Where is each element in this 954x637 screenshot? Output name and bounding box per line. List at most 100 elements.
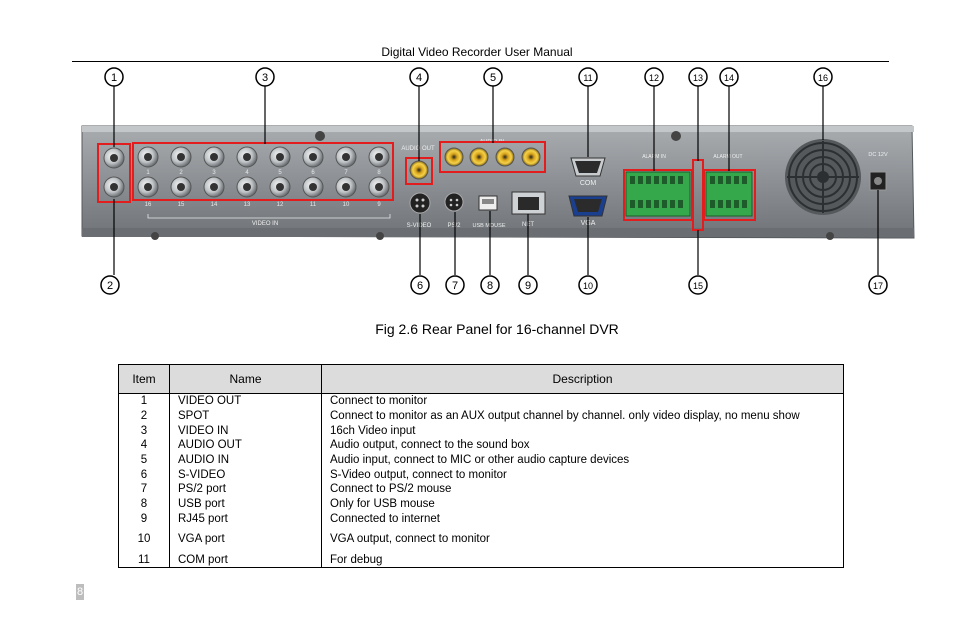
dc-label: DC 12V — [868, 152, 888, 158]
cell-item: 8 — [118, 496, 170, 512]
callout-9: 9 — [518, 275, 538, 295]
table-row: 9 RJ45 port Connected to internet — [118, 511, 844, 527]
cell-description: Connect to monitor — [321, 393, 844, 409]
callout-2: 2 — [100, 275, 120, 295]
cell-name: USB port — [169, 496, 322, 512]
svg-text:11: 11 — [583, 73, 592, 83]
svg-text:17: 17 — [873, 281, 883, 291]
callout-14: 14 — [719, 67, 739, 87]
callout-markers: 1 3 4 5 11 12 13 14 16 2 6 7 8 9 10 15 1… — [100, 67, 888, 295]
usb-label: USB MOUSE — [472, 223, 505, 229]
alarm-out-label: ALARM OUT — [713, 154, 742, 160]
spot-out-bnc — [103, 176, 125, 198]
svg-text:2: 2 — [107, 280, 113, 292]
svg-text:5: 5 — [490, 72, 496, 84]
callout-5: 5 — [483, 67, 503, 87]
svg-text:16: 16 — [145, 202, 152, 208]
callout-11: 11 — [578, 67, 598, 87]
svg-text:12: 12 — [649, 73, 659, 83]
video-in-bnc-grid: 1 2 3 4 5 6 7 8 16 15 14 13 12 11 10 9 V… — [137, 146, 391, 227]
audio-out-rca: AUDIO OUT — [401, 146, 435, 185]
table-row: 4 AUDIO OUT Audio output, connect to the… — [118, 438, 844, 453]
svg-text:13: 13 — [693, 73, 703, 83]
callout-16: 16 — [813, 67, 833, 87]
svg-text:7: 7 — [344, 170, 348, 176]
svg-text:13: 13 — [244, 202, 251, 208]
cell-item: 2 — [118, 408, 170, 424]
svg-text:7: 7 — [452, 280, 458, 292]
svg-text:12: 12 — [277, 202, 284, 208]
callout-6: 6 — [410, 275, 430, 295]
cell-description: For debug — [321, 552, 844, 568]
cell-name: VIDEO IN — [169, 423, 322, 439]
header-name: Name — [169, 364, 322, 394]
cell-item: 9 — [118, 511, 170, 527]
rear-panel-figure: 1 2 3 4 5 6 7 8 16 15 14 13 12 11 10 9 V… — [81, 67, 915, 295]
video-out-bnc — [103, 147, 125, 169]
cell-name: VGA port — [169, 526, 322, 553]
cell-item: 7 — [118, 482, 170, 497]
table-row: 6 S-VIDEO S-Video output, connect to mon… — [118, 467, 844, 483]
usb-port: USB MOUSE — [472, 195, 506, 229]
video-in-highlight — [132, 142, 394, 201]
svg-text:8: 8 — [487, 280, 493, 292]
callout-13: 13 — [688, 67, 708, 87]
cooling-fan — [785, 139, 861, 215]
cell-description: S-Video output, connect to monitor — [321, 467, 844, 483]
callout-1: 1 — [104, 67, 124, 87]
callout-12: 12 — [644, 67, 664, 87]
callout-15: 15 — [688, 275, 708, 295]
cell-description: Connect to PS/2 mouse — [321, 482, 844, 497]
cell-description: Audio input, connect to MIC or other aud… — [321, 452, 844, 468]
cell-item: 4 — [118, 438, 170, 453]
document-header: Digital Video Recorder User Manual — [381, 45, 573, 59]
svg-text:1: 1 — [146, 170, 150, 176]
cell-item: 6 — [118, 467, 170, 483]
svg-text:4: 4 — [416, 72, 422, 84]
table-row: 1 VIDEO OUT Connect to monitor — [118, 393, 844, 409]
svg-text:4: 4 — [245, 170, 249, 176]
page-number: 8 — [76, 584, 84, 600]
svg-text:14: 14 — [211, 202, 218, 208]
svg-text:10: 10 — [343, 202, 350, 208]
header-rule — [72, 61, 889, 62]
svg-text:15: 15 — [178, 202, 185, 208]
cell-name: S-VIDEO — [169, 467, 322, 483]
cell-item: 3 — [118, 423, 170, 439]
svg-text:6: 6 — [311, 170, 315, 176]
callout-7: 7 — [445, 275, 465, 295]
svg-text:16: 16 — [818, 73, 828, 83]
cell-name: SPOT — [169, 408, 322, 424]
svg-text:3: 3 — [212, 170, 216, 176]
port-table: Item Name Description 1 VIDEO OUT Connec… — [118, 364, 844, 568]
cell-name: RJ45 port — [169, 511, 322, 527]
cell-name: COM port — [169, 552, 322, 568]
com-label: COM — [580, 180, 597, 187]
alarm-out-terminals: ALARM OUT — [703, 154, 756, 221]
svg-text:15: 15 — [693, 281, 703, 291]
svideo-port: S-VIDEO — [407, 192, 432, 229]
header-item: Item — [118, 364, 170, 394]
callout-8: 8 — [480, 275, 500, 295]
cell-item: 5 — [118, 452, 170, 468]
cell-description: Connect to monitor as an AUX output chan… — [321, 408, 844, 424]
table-header-row: Item Name Description — [118, 364, 844, 394]
cell-name: AUDIO OUT — [169, 438, 322, 453]
figure-caption: Fig 2.6 Rear Panel for 16-channel DVR — [375, 321, 619, 337]
callout-10: 10 — [578, 275, 598, 295]
table-row: 5 AUDIO IN Audio input, connect to MIC o… — [118, 452, 844, 468]
cell-item: 11 — [118, 552, 170, 568]
svg-text:9: 9 — [377, 202, 381, 208]
svg-text:2: 2 — [179, 170, 183, 176]
cell-item: 10 — [118, 526, 170, 553]
callout-17: 17 — [868, 275, 888, 295]
table-row: 2 SPOT Connect to monitor as an AUX outp… — [118, 408, 844, 424]
cell-name: AUDIO IN — [169, 452, 322, 468]
com-port: COM — [570, 157, 606, 187]
cell-description: 16ch Video input — [321, 423, 844, 439]
cell-item: 1 — [118, 393, 170, 409]
callout-4: 4 — [409, 67, 429, 87]
cell-description: Audio output, connect to the sound box — [321, 438, 844, 453]
svg-text:3: 3 — [262, 72, 268, 84]
svg-text:5: 5 — [278, 170, 282, 176]
